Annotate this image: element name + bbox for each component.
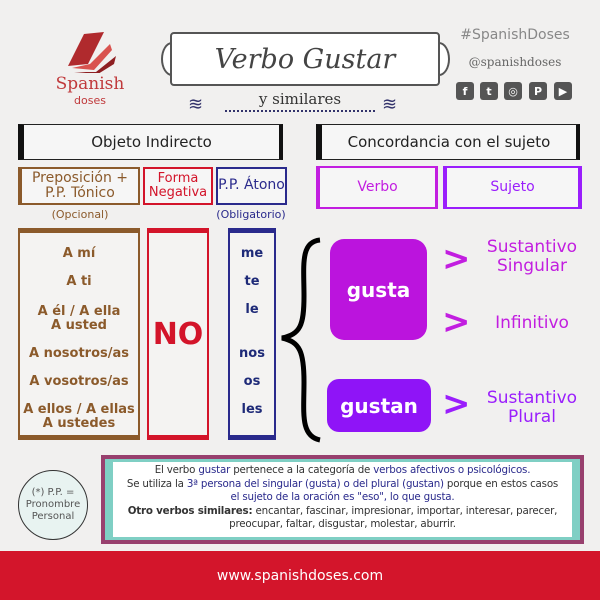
youtube-icon[interactable]: ▶ <box>554 82 572 100</box>
target-sustantivo-singular: Sustantivo Singular <box>486 237 578 276</box>
list-item: le <box>245 302 259 317</box>
neg-header: Forma Negativa <box>143 167 213 205</box>
atono-list: me te le nos os les <box>228 228 276 440</box>
list-item: nos <box>239 346 265 361</box>
wing-right-icon: ≋ <box>382 94 398 115</box>
info-box: El verbo gustar pertenece a la categoría… <box>101 455 584 544</box>
target-sustantivo-plural: Sustantivo Plural <box>486 388 578 427</box>
instagram-icon[interactable]: ◎ <box>504 82 522 100</box>
list-item: A vosotros/as <box>29 374 129 389</box>
pp-note: (*) P.P. = Pronombre Personal <box>18 470 88 540</box>
info-line-4: Otro verbos similares: encantar, fascina… <box>127 504 558 531</box>
logo-subtitle: doses <box>74 94 106 107</box>
list-item: les <box>241 402 263 417</box>
footer: www.spanishdoses.com <box>0 551 600 600</box>
list-item: A nosotros/as <box>29 346 129 361</box>
page-title: Verbo Gustar <box>170 32 440 86</box>
sujeto-header: Sujeto <box>443 166 582 209</box>
twitter-icon[interactable]: t <box>480 82 498 100</box>
list-item: te <box>244 274 260 289</box>
opcional-note: (Opcional) <box>51 208 109 221</box>
facebook-icon[interactable]: f <box>456 82 474 100</box>
arrow-icon: > <box>442 384 471 424</box>
list-item: A mí <box>62 246 96 261</box>
no-label: NO <box>152 316 204 352</box>
handle: @spanishdoses <box>468 55 562 69</box>
info-line-2: Se utiliza la 3ª persona del singular (g… <box>126 477 559 490</box>
list-item: A ti <box>66 274 92 289</box>
list-item: me <box>240 246 264 261</box>
pinterest-icon[interactable]: P <box>529 82 547 100</box>
gusta-box: gusta <box>330 239 427 340</box>
logo-title: Spanish <box>55 74 125 94</box>
header-objeto-indirecto: Objeto Indirecto <box>18 124 283 160</box>
header-concordancia: Concordancia con el sujeto <box>316 124 580 160</box>
target-infinitivo: Infinitivo <box>495 313 569 333</box>
prep-list: A mí A ti A él / A ella A usted A nosotr… <box>18 228 140 440</box>
book-logo-icon <box>68 32 116 73</box>
gustan-box: gustan <box>327 379 431 432</box>
prep-header: Preposición + P.P. Tónico <box>18 167 140 205</box>
list-item: A ellos / A ellas A ustedes <box>23 402 135 431</box>
arrow-icon: > <box>442 239 471 279</box>
verbo-header: Verbo <box>316 166 438 209</box>
obligatorio-note: (Obligatorio) <box>216 208 286 221</box>
info-line-1: El verbo gustar pertenece a la categoría… <box>154 464 531 476</box>
arrow-icon: > <box>442 302 471 342</box>
neg-column: NO <box>147 228 209 440</box>
logo: Spanish doses <box>55 28 125 108</box>
info-line-3: el sujeto de la oración es "eso", lo que… <box>230 491 455 503</box>
wing-left-icon: ≋ <box>188 94 204 115</box>
brace-icon <box>281 237 321 443</box>
list-item: A él / A ella A usted <box>37 304 121 333</box>
atono-header: P.P. Átono <box>216 167 287 205</box>
hashtag: #SpanishDoses <box>460 27 570 43</box>
page-subtitle: y similares <box>225 90 375 112</box>
website-link[interactable]: www.spanishdoses.com <box>216 567 384 584</box>
list-item: os <box>243 374 261 389</box>
